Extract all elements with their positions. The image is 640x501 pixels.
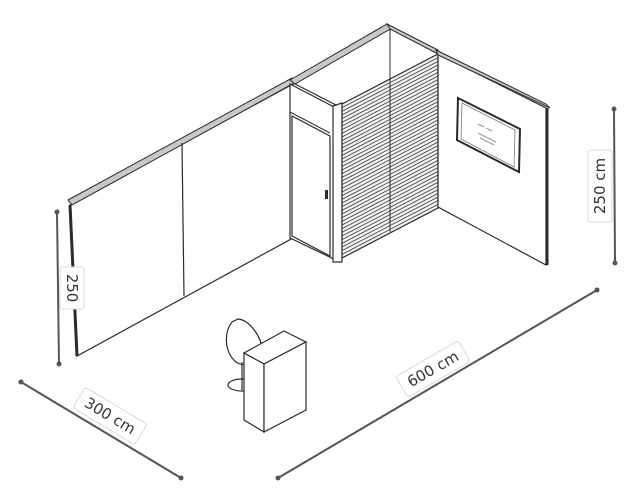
dimension-lines bbox=[18, 106, 618, 481]
left-wall bbox=[67, 77, 297, 357]
counter-icon bbox=[242, 330, 308, 434]
dim-label-width: 600 cm bbox=[396, 341, 470, 397]
storage-room bbox=[289, 23, 393, 263]
door-handle bbox=[325, 190, 328, 199]
right-wall bbox=[435, 48, 551, 267]
height-left-text: 250 bbox=[63, 274, 81, 303]
storage-door bbox=[291, 115, 331, 257]
height-right-text: 250 cm bbox=[591, 158, 609, 214]
dim-label-height-left: 250 bbox=[59, 266, 85, 310]
screen-icon bbox=[455, 96, 522, 174]
dim-label-height-right: 250 cm bbox=[587, 149, 613, 223]
